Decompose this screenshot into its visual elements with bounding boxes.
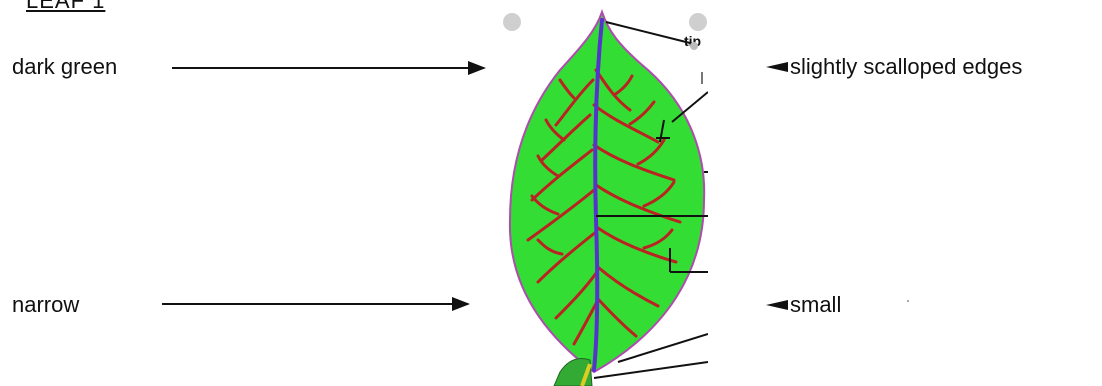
- label-small: small: [790, 292, 841, 318]
- grey-circle-icon: [689, 13, 707, 31]
- arrowhead-icon: [452, 297, 470, 311]
- grey-circle-icon: [503, 13, 521, 31]
- leaf-illustration: tip: [498, 0, 708, 386]
- arrowhead-icon: [468, 61, 486, 75]
- label-narrow: narrow: [12, 292, 79, 318]
- grey-dot-icon: [690, 42, 698, 50]
- label-scalloped-edges: slightly scalloped edges: [790, 54, 1022, 80]
- stray-dot: [907, 300, 909, 302]
- pointer-left-icon: [766, 300, 788, 310]
- arrow-dark-green: [172, 67, 484, 69]
- label-dark-green: dark green: [12, 54, 117, 80]
- page-title: LEAF 1: [26, 0, 105, 14]
- pointer-left-icon: [766, 62, 788, 72]
- arrow-narrow: [162, 303, 468, 305]
